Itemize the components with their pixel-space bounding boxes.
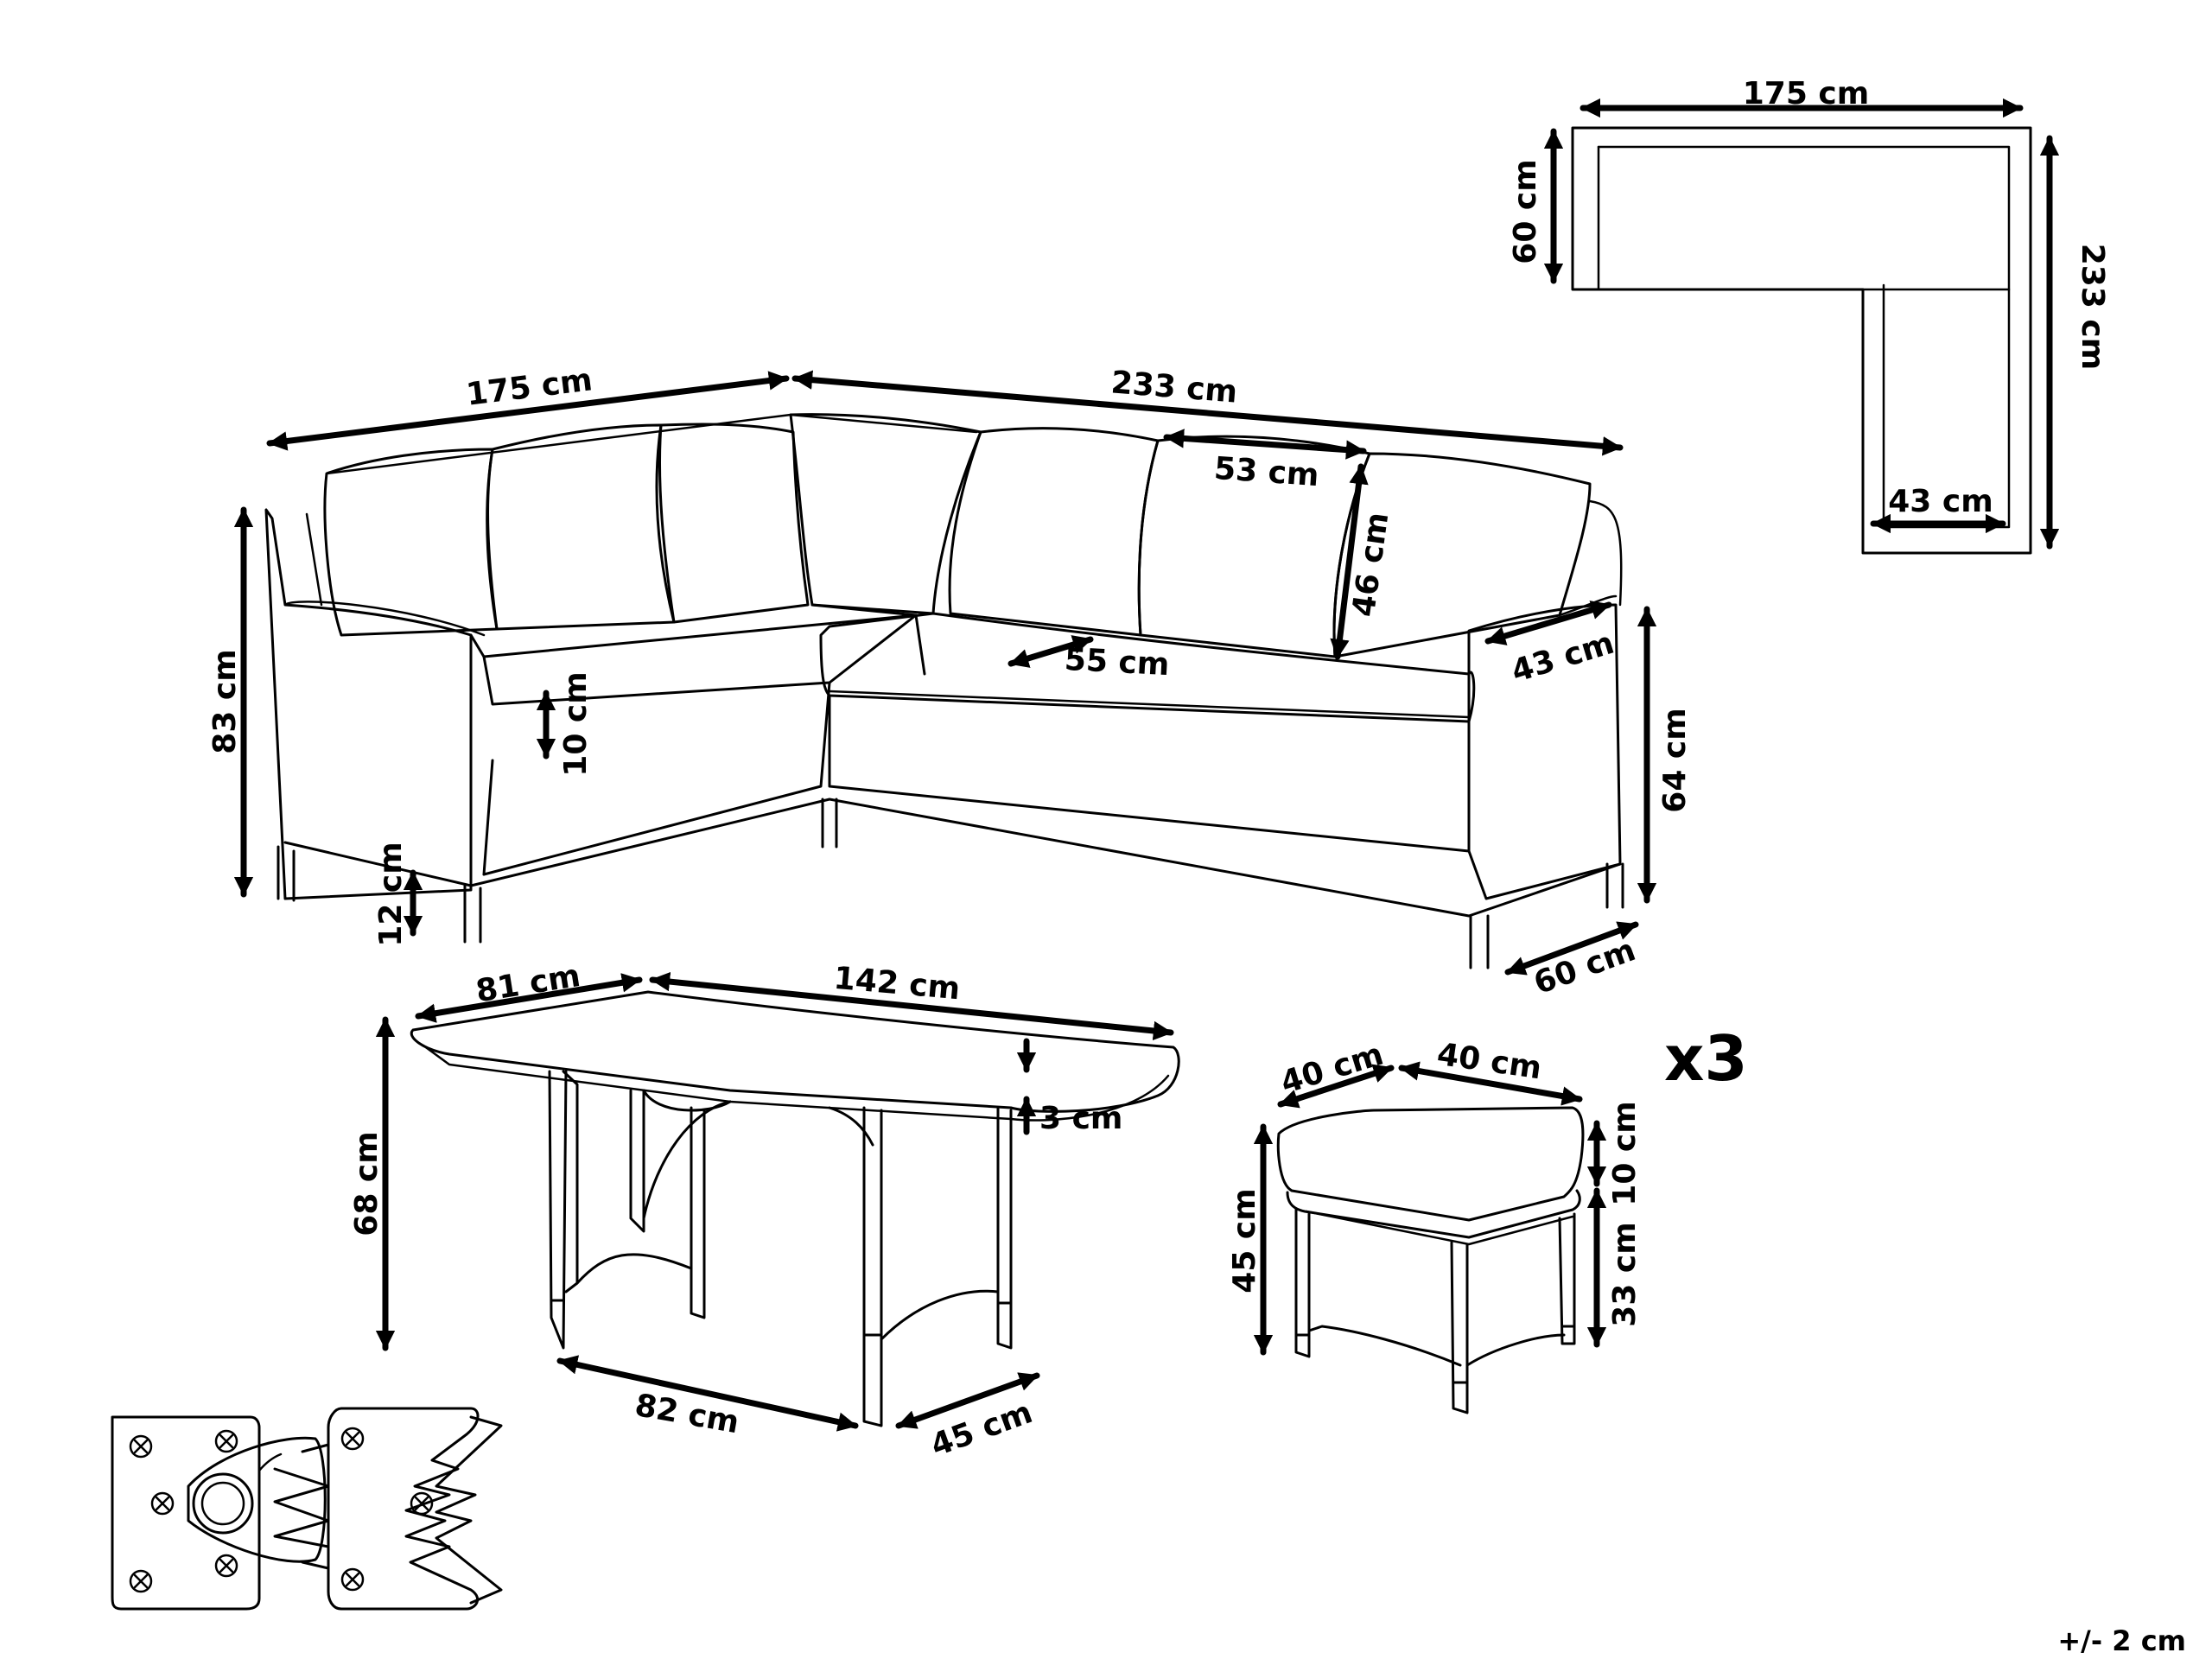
sofa-right-length-label: 233 cm bbox=[1109, 365, 1238, 410]
sofa-seat-depth-label: 55 cm bbox=[1064, 642, 1170, 683]
sofa-leg-height-label: 12 cm bbox=[373, 842, 409, 946]
sofa-armrest-width-label: 43 cm bbox=[1508, 626, 1618, 690]
corner-sofa bbox=[264, 413, 1624, 969]
sofa-cushion-height-label: 10 cm bbox=[558, 671, 594, 776]
quantity-label: x3 bbox=[1664, 1022, 1748, 1095]
leg-leveler-detail bbox=[111, 1407, 503, 1611]
screw-icon bbox=[340, 1427, 365, 1451]
stool-cushion-height-label: 10 cm bbox=[1607, 1101, 1643, 1205]
screw-icon bbox=[214, 1429, 238, 1453]
stool bbox=[1276, 1106, 1585, 1414]
screw-icon bbox=[340, 1567, 365, 1592]
dining-table bbox=[410, 990, 1180, 1427]
tolerance-label: +/- 2 cm bbox=[2057, 1624, 2186, 1657]
top-view-length-label: 233 cm bbox=[2075, 244, 2110, 371]
screw-icon bbox=[410, 1491, 434, 1516]
stool-seat-height-label: 45 cm bbox=[1227, 1188, 1262, 1293]
sofa-arm-height-label: 64 cm bbox=[1657, 708, 1693, 812]
screw-icon bbox=[150, 1491, 175, 1516]
stool-width-label: 40 cm bbox=[1277, 1037, 1388, 1102]
screw-icon bbox=[214, 1554, 238, 1578]
screw-icon bbox=[129, 1569, 153, 1593]
top-view-depth-label: 60 cm bbox=[1508, 159, 1543, 264]
table-height-label: 68 cm bbox=[349, 1131, 385, 1236]
screw-icon-group bbox=[129, 1427, 434, 1593]
table-leg-depth-label: 45 cm bbox=[926, 1395, 1037, 1464]
stool-frame-height-label: 33 cm bbox=[1607, 1222, 1643, 1326]
top-view-width-label: 175 cm bbox=[1743, 76, 1870, 111]
screw-icon bbox=[129, 1434, 153, 1459]
sofa-backrest-width-label: 53 cm bbox=[1213, 451, 1320, 493]
top-view-plan bbox=[1543, 98, 2060, 555]
table-top-thickness-label: 3 cm bbox=[1039, 1101, 1122, 1136]
table-width-label: 81 cm bbox=[474, 958, 582, 1009]
top-view-end-width-label: 43 cm bbox=[1888, 484, 1993, 519]
sofa-total-height-label: 83 cm bbox=[207, 649, 243, 753]
